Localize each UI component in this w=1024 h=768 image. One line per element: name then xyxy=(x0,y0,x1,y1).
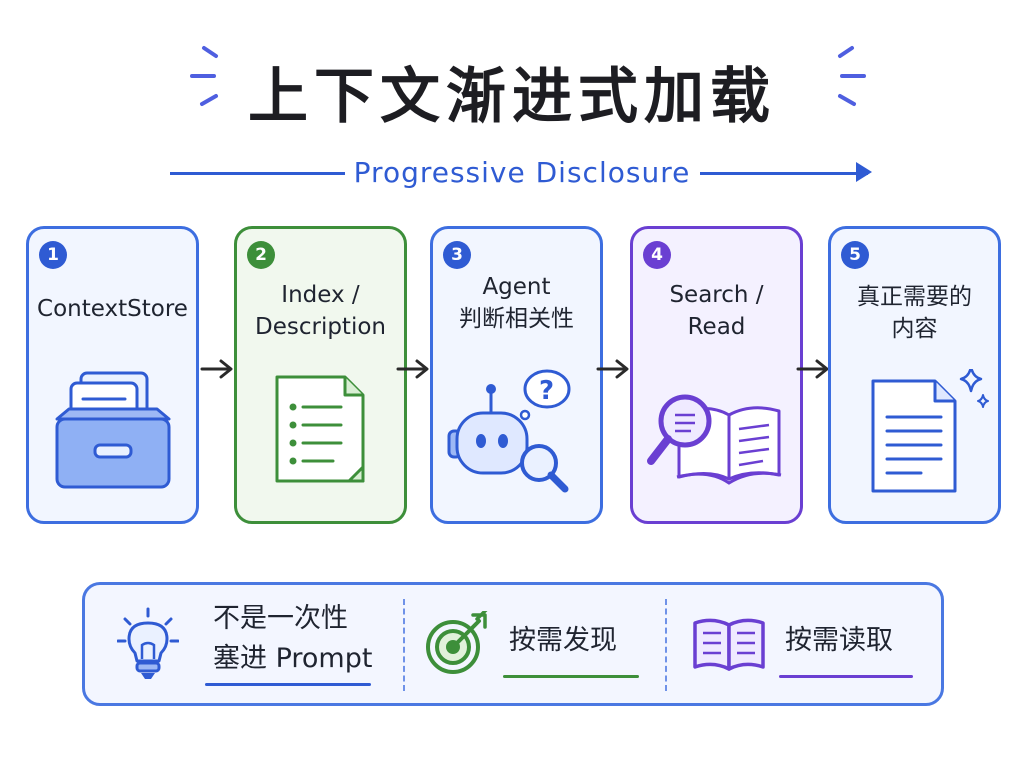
divider xyxy=(665,599,667,691)
principle-underline xyxy=(503,675,639,678)
step-label-line: Index / xyxy=(281,282,360,308)
magnifier-book-icon xyxy=(647,394,782,485)
principle-text: 按需读取 xyxy=(785,621,893,661)
step-label-line: ContextStore xyxy=(37,296,188,322)
document-list-icon xyxy=(275,375,365,483)
sparkle-lines-left-icon xyxy=(190,46,218,106)
principle-text-line: 不是一次性 xyxy=(213,603,348,634)
step-label-line: Description xyxy=(255,314,386,340)
document-sparkle-icon xyxy=(871,369,989,493)
principle-underline xyxy=(779,675,913,678)
step-number-badge: 3 xyxy=(443,241,471,269)
flow-arrow-icon xyxy=(396,359,429,379)
step-number-badge: 2 xyxy=(247,241,275,269)
principle-read-on-demand: 按需读取 xyxy=(667,585,941,703)
subtitle-rule-left xyxy=(170,172,345,175)
principle-not-all-at-once: 不是一次性 塞进 Prompt xyxy=(85,585,403,703)
step-label: Agent 判断相关性 xyxy=(439,271,594,335)
subtitle-row: Progressive Disclosure xyxy=(170,150,874,194)
step-label-line: 真正需要的 xyxy=(857,284,972,310)
step-number-badge: 4 xyxy=(643,241,671,269)
principle-text-line: 塞进 Prompt xyxy=(213,643,373,674)
step-card-index-description: 2 Index / Description xyxy=(234,226,407,524)
step-number-badge: 1 xyxy=(39,241,67,269)
principle-discover-on-demand: 按需发现 xyxy=(405,585,667,703)
flow-arrow-icon xyxy=(200,359,233,379)
step-card-search-read: 4 Search / Read xyxy=(630,226,803,524)
principle-text-line: 按需发现 xyxy=(509,625,617,656)
step-label-line: 判断相关性 xyxy=(459,306,574,332)
flow-arrow-icon xyxy=(596,359,629,379)
step-number-badge: 5 xyxy=(841,241,869,269)
step-label: 真正需要的 内容 xyxy=(837,281,992,345)
subtitle-arrowhead-icon xyxy=(856,162,872,182)
robot-magnifier-icon: ? xyxy=(447,369,571,493)
target-icon xyxy=(426,611,488,674)
file-drawer-icon xyxy=(55,371,171,489)
step-card-contextstore: 1 ContextStore xyxy=(26,226,199,524)
sparkle-lines-right-icon xyxy=(838,46,866,106)
flow-arrow-icon xyxy=(796,359,829,379)
principle-text-line: 按需读取 xyxy=(785,625,893,656)
step-label-line: Agent xyxy=(482,274,551,300)
step-card-needed-content: 5 真正需要的 内容 xyxy=(828,226,1001,524)
page-title: 上下文渐进式加载 xyxy=(248,62,776,132)
subtitle-rule-right xyxy=(700,172,868,175)
step-label: ContextStore xyxy=(35,293,190,325)
step-label: Search / Read xyxy=(639,279,794,343)
step-label-line: Read xyxy=(687,314,746,340)
lightbulb-icon xyxy=(117,607,179,679)
step-label: Index / Description xyxy=(243,279,398,343)
step-label-line: Search / xyxy=(669,282,764,308)
open-book-icon xyxy=(693,618,765,671)
step-label-line: 内容 xyxy=(891,316,938,342)
principles-panel: 不是一次性 塞进 Prompt 按需发现 xyxy=(82,582,944,706)
divider xyxy=(403,599,405,691)
svg-text:?: ? xyxy=(539,376,554,406)
principle-underline xyxy=(205,683,371,686)
step-card-agent: 3 Agent 判断相关性 ? xyxy=(430,226,603,524)
principle-text: 不是一次性 塞进 Prompt xyxy=(213,599,372,679)
principle-text: 按需发现 xyxy=(509,621,617,661)
page-subtitle: Progressive Disclosure xyxy=(353,156,691,189)
